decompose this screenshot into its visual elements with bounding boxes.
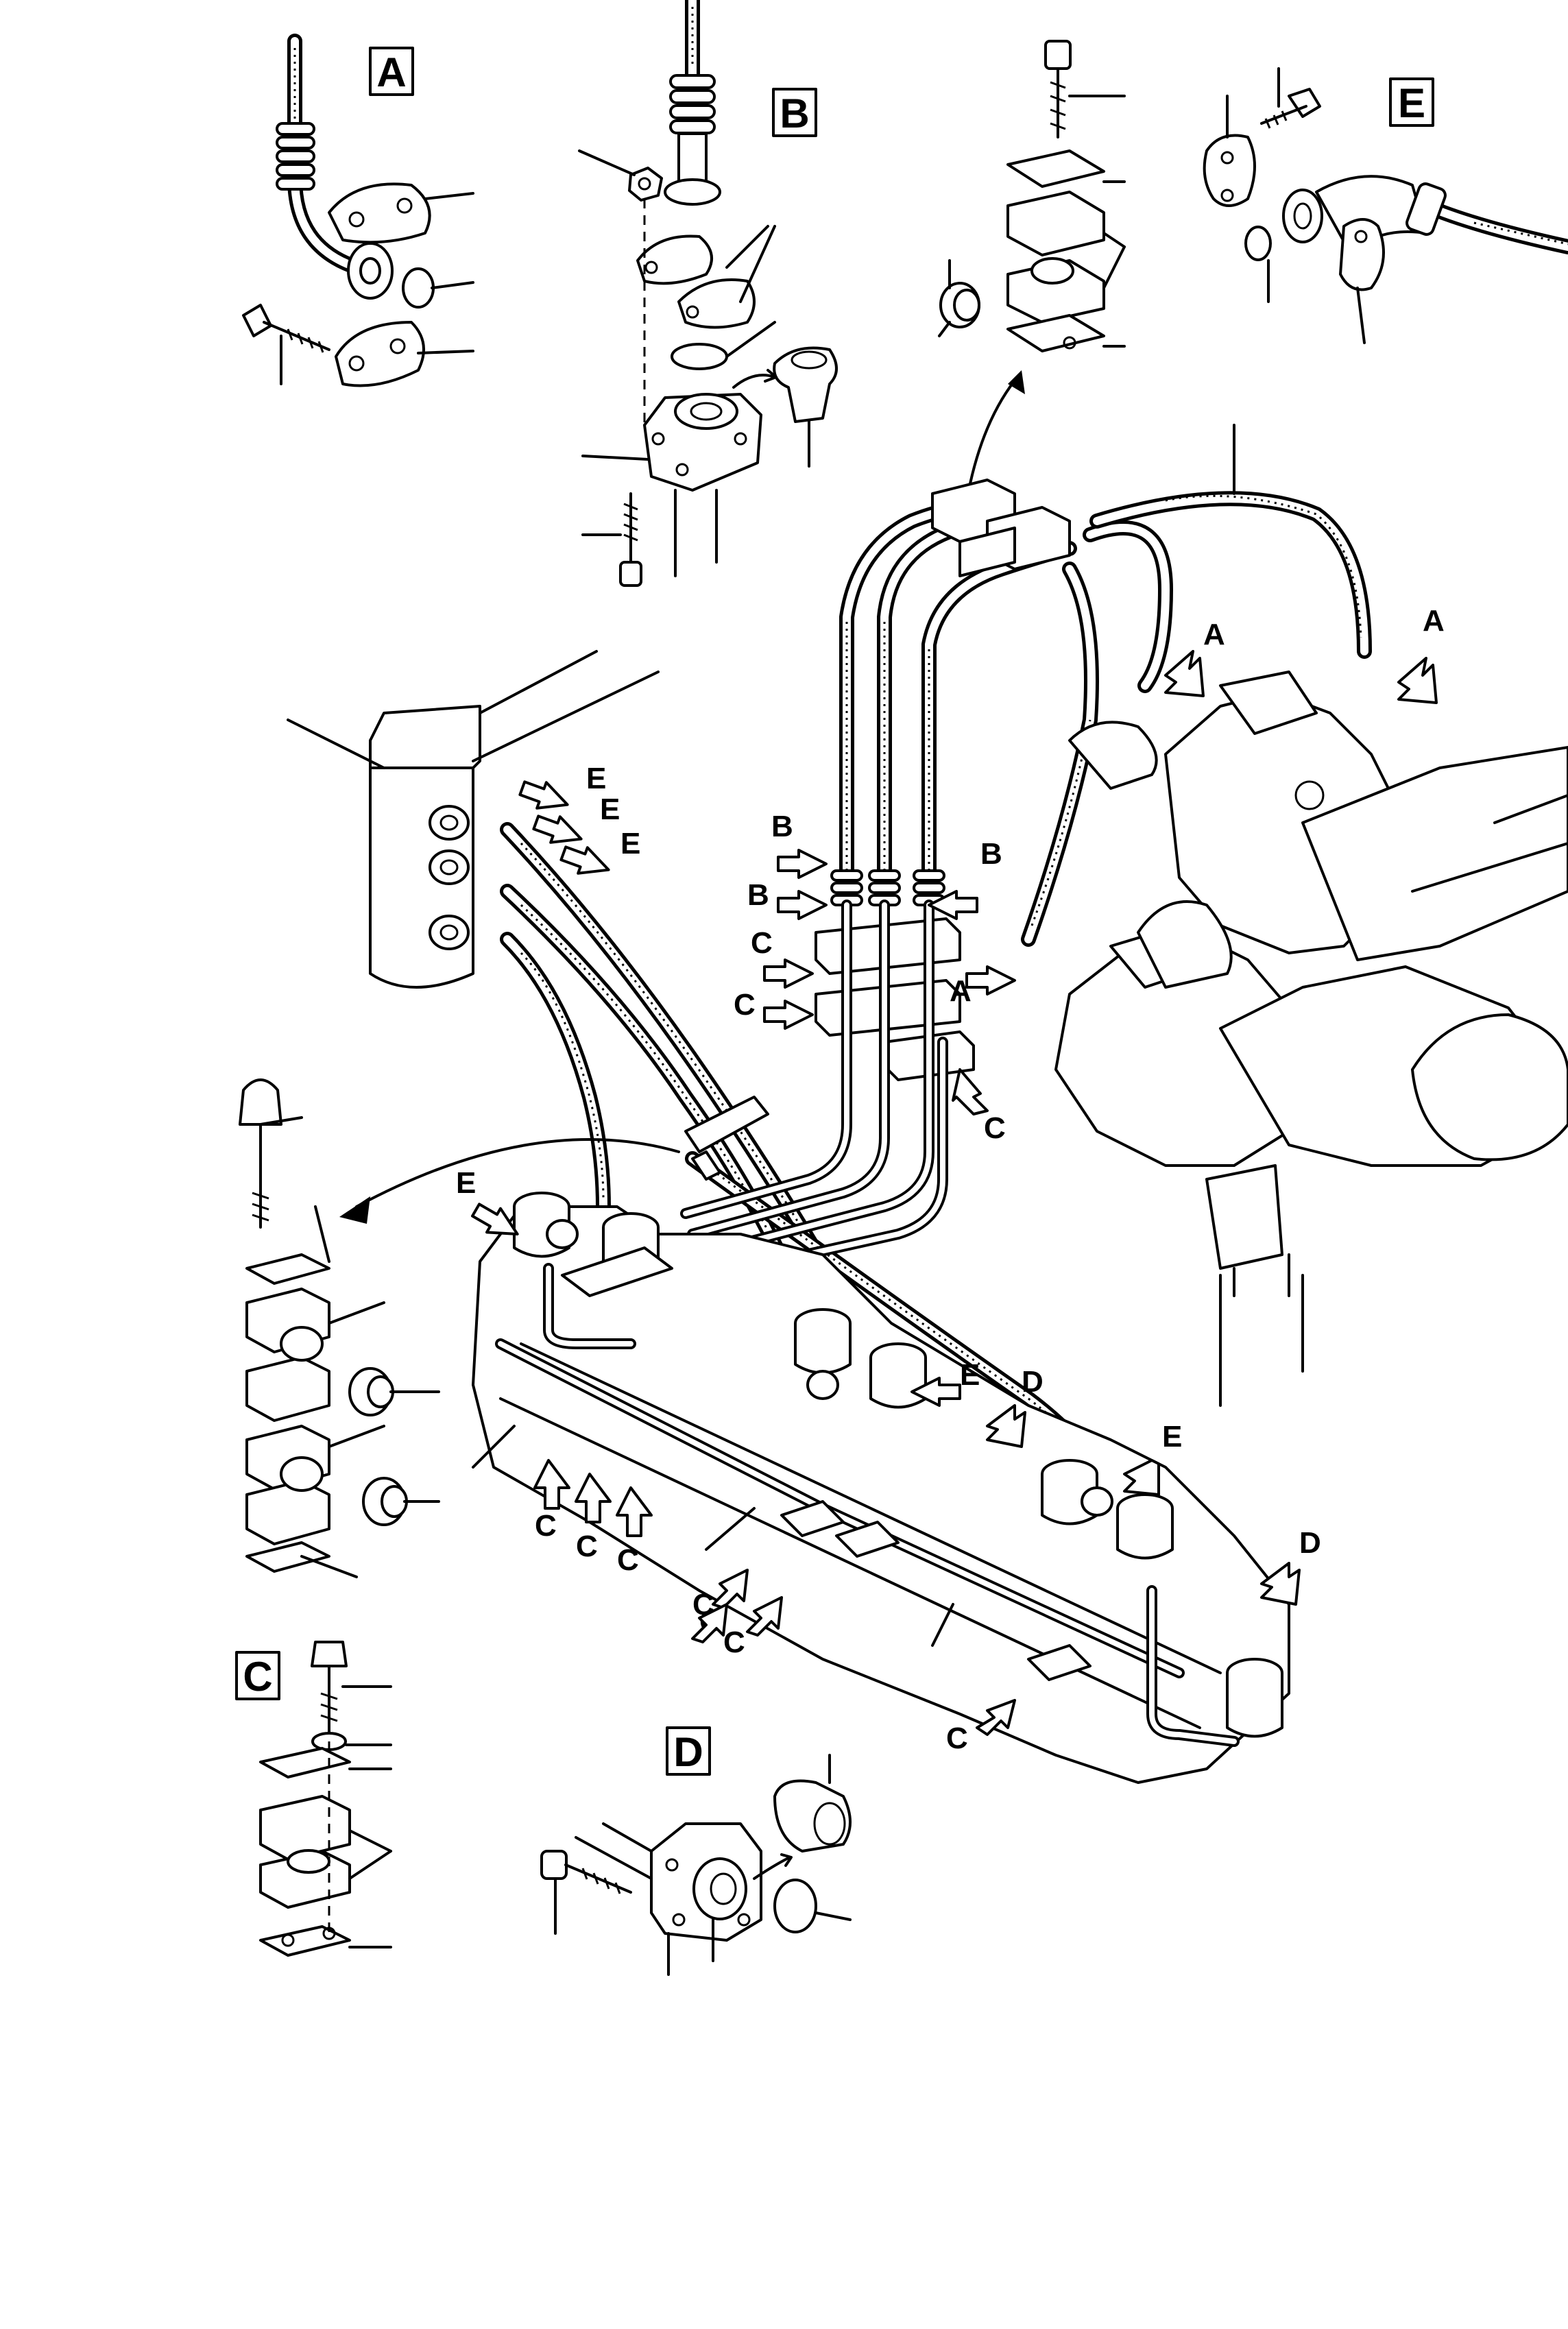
svg-text:E: E	[586, 762, 606, 795]
callouts: A A A B B B C C	[456, 604, 1445, 1755]
detail-b-group: B	[578, 0, 838, 587]
clamp-detail-top	[938, 40, 1126, 502]
svg-text:C: C	[692, 1588, 714, 1621]
detail-a-group: A	[242, 34, 474, 387]
callout-e-5: E	[910, 1358, 980, 1407]
callout-a-2: A	[1397, 604, 1445, 704]
detail-c-label: C	[243, 1654, 272, 1700]
svg-text:E: E	[600, 793, 620, 826]
callout-e-1: E	[518, 762, 606, 810]
callout-e-6: E	[1123, 1420, 1182, 1496]
svg-text:A: A	[950, 974, 972, 1008]
detail-d-box	[666, 1726, 711, 1776]
svg-text:C: C	[734, 988, 756, 1022]
detail-d-label: D	[673, 1729, 703, 1775]
right-actuators	[1054, 424, 1568, 1407]
detail-c-group: C	[235, 1641, 392, 1957]
curved-arrow-left	[339, 1138, 680, 1224]
svg-text:A: A	[1423, 604, 1445, 638]
callout-e-2: E	[532, 793, 620, 844]
svg-text:A: A	[1203, 618, 1225, 651]
detail-b-label: B	[780, 90, 809, 136]
valve-block	[472, 1192, 1290, 1784]
grommet-left-1	[348, 1367, 394, 1416]
svg-text:C: C	[576, 1530, 598, 1563]
callout-a-1: A	[1164, 618, 1225, 697]
pipe-clamps-c	[680, 900, 975, 1281]
callout-c-8: C	[723, 1596, 783, 1659]
svg-text:E: E	[960, 1358, 980, 1392]
svg-text:B: B	[771, 810, 793, 843]
callout-c-6: C	[616, 1486, 653, 1577]
svg-text:D: D	[1299, 1526, 1321, 1560]
hose-ferrule-a	[276, 122, 315, 191]
tank-cylinder	[287, 650, 660, 989]
callout-a-3: A	[950, 965, 1016, 1008]
svg-text:E: E	[1162, 1420, 1182, 1453]
svg-text:C: C	[535, 1509, 557, 1543]
callout-b-1: B	[771, 810, 828, 879]
callout-c-10: C	[691, 1588, 728, 1643]
detail-b-box	[772, 88, 817, 137]
grommet-left-2	[362, 1477, 408, 1526]
detail-c-box	[235, 1651, 280, 1700]
svg-text:C: C	[946, 1722, 968, 1755]
svg-text:E: E	[456, 1166, 476, 1200]
vertical-hoses	[830, 479, 1372, 947]
callout-d-1: D	[986, 1365, 1044, 1448]
detail-e-label: E	[1398, 80, 1425, 126]
callout-c-2: C	[734, 988, 814, 1030]
callout-d-2: D	[1260, 1526, 1321, 1606]
callout-c-3: C	[952, 1068, 1006, 1145]
detail-e-box	[1389, 77, 1434, 127]
callout-b-3: B	[928, 837, 1002, 920]
svg-text:B: B	[980, 837, 1002, 871]
cyl-fitting-2	[429, 849, 470, 885]
detail-d-group: D	[540, 1726, 852, 1976]
detail-a-label: A	[376, 49, 406, 95]
hose-ferrule-b	[669, 74, 716, 134]
svg-text:E: E	[620, 827, 640, 860]
clamp-stack-left	[239, 1078, 440, 1578]
callout-b-2: B	[747, 878, 828, 920]
svg-text:C: C	[751, 926, 773, 960]
detail-a-box	[369, 47, 414, 96]
svg-text:D: D	[1022, 1365, 1044, 1399]
callout-c-5: C	[575, 1473, 612, 1563]
svg-text:C: C	[984, 1111, 1006, 1145]
svg-text:C: C	[723, 1626, 745, 1659]
detail-e-group: E	[1203, 67, 1568, 344]
cyl-fitting-3	[429, 915, 470, 950]
callout-c-9: C	[946, 1699, 1016, 1755]
svg-text:B: B	[747, 878, 769, 912]
callout-c-4: C	[533, 1459, 570, 1543]
svg-text:C: C	[617, 1543, 639, 1577]
callout-c-1: C	[751, 926, 814, 989]
callout-e-4: E	[456, 1166, 519, 1235]
cyl-fitting-1	[429, 805, 470, 841]
callout-e-3: E	[559, 827, 640, 875]
